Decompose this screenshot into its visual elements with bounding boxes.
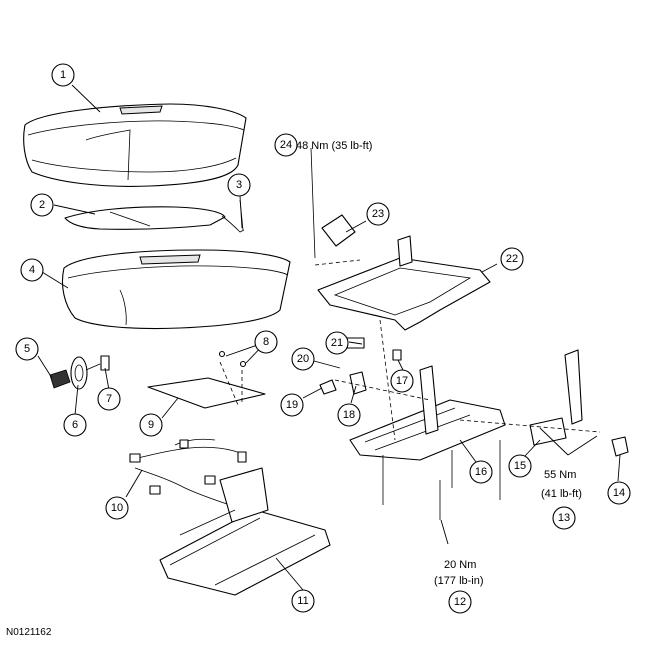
callout-5: 5 [15,337,39,361]
recliner-knob-parts [49,355,110,390]
svg-text:18: 18 [343,409,355,421]
torque-spec-13-line1: 55 Nm [544,469,576,481]
svg-text:13: 13 [558,512,570,524]
callout-13: 13 [552,506,576,530]
svg-text:23: 23 [372,208,384,220]
callout-4: 4 [20,258,44,282]
svg-text:9: 9 [148,419,154,431]
leader-lines [37,84,621,591]
svg-text:12: 12 [454,596,466,608]
callout-7: 7 [97,387,121,411]
callout-2: 2 [30,193,54,217]
svg-text:5: 5 [24,343,30,355]
callout-6: 6 [63,413,87,437]
svg-text:4: 4 [29,264,35,276]
svg-text:11: 11 [297,595,308,607]
callout-15: 15 [508,454,532,478]
svg-text:22: 22 [506,253,518,265]
svg-text:8: 8 [263,336,269,348]
callout-8: 8 [254,330,278,354]
callout-20: 20 [291,347,315,371]
callout-21: 21 [325,331,349,355]
svg-text:1: 1 [60,69,66,81]
callout-16: 16 [469,460,493,484]
torque-spec-12-line2: (177 lb-in) [434,575,484,587]
svg-text:7: 7 [106,393,112,405]
callout-17: 17 [390,369,414,393]
wiring-harness-part [129,438,247,506]
seat-track-part [159,467,331,596]
figure-id-label: N0121162 [6,627,52,638]
svg-text:2: 2 [39,199,45,211]
torque-spec-13-line2: (41 lb-ft) [541,488,582,500]
callout-11: 11 [291,589,315,613]
bolts-part [310,147,501,520]
callout-3: 3 [227,173,251,197]
svg-text:16: 16 [475,466,487,478]
svg-text:17: 17 [396,375,408,387]
callout-24: 24 [274,133,298,157]
seat-cushion-foam-part [61,249,291,330]
svg-text:6: 6 [72,419,78,431]
callout-9: 9 [139,413,163,437]
cushion-pad-part [64,206,226,230]
callout-23: 23 [366,202,390,226]
seat-frame-upper-part [314,214,491,331]
svg-text:10: 10 [111,502,123,514]
svg-text:14: 14 [613,487,625,499]
torque-spec-12-line1: 20 Nm [444,559,476,571]
callout-14: 14 [607,481,631,505]
callout-12: 12 [448,590,472,614]
callout-19: 19 [280,393,304,417]
callout-1: 1 [51,63,75,87]
callout-22: 22 [500,247,524,271]
svg-text:15: 15 [514,460,526,472]
svg-text:3: 3 [236,179,242,191]
svg-text:20: 20 [297,353,309,365]
seat-panel-part [147,350,266,409]
svg-text:21: 21 [331,337,343,349]
callout-18: 18 [337,403,361,427]
seat-adjuster-assembly-part [319,319,629,461]
torque-spec-24: 48 Nm (35 lb-ft) [296,140,372,152]
svg-text:19: 19 [286,399,298,411]
svg-text:24: 24 [280,139,292,151]
callout-10: 10 [105,496,129,520]
seat-cushion-cover-part [23,103,247,187]
